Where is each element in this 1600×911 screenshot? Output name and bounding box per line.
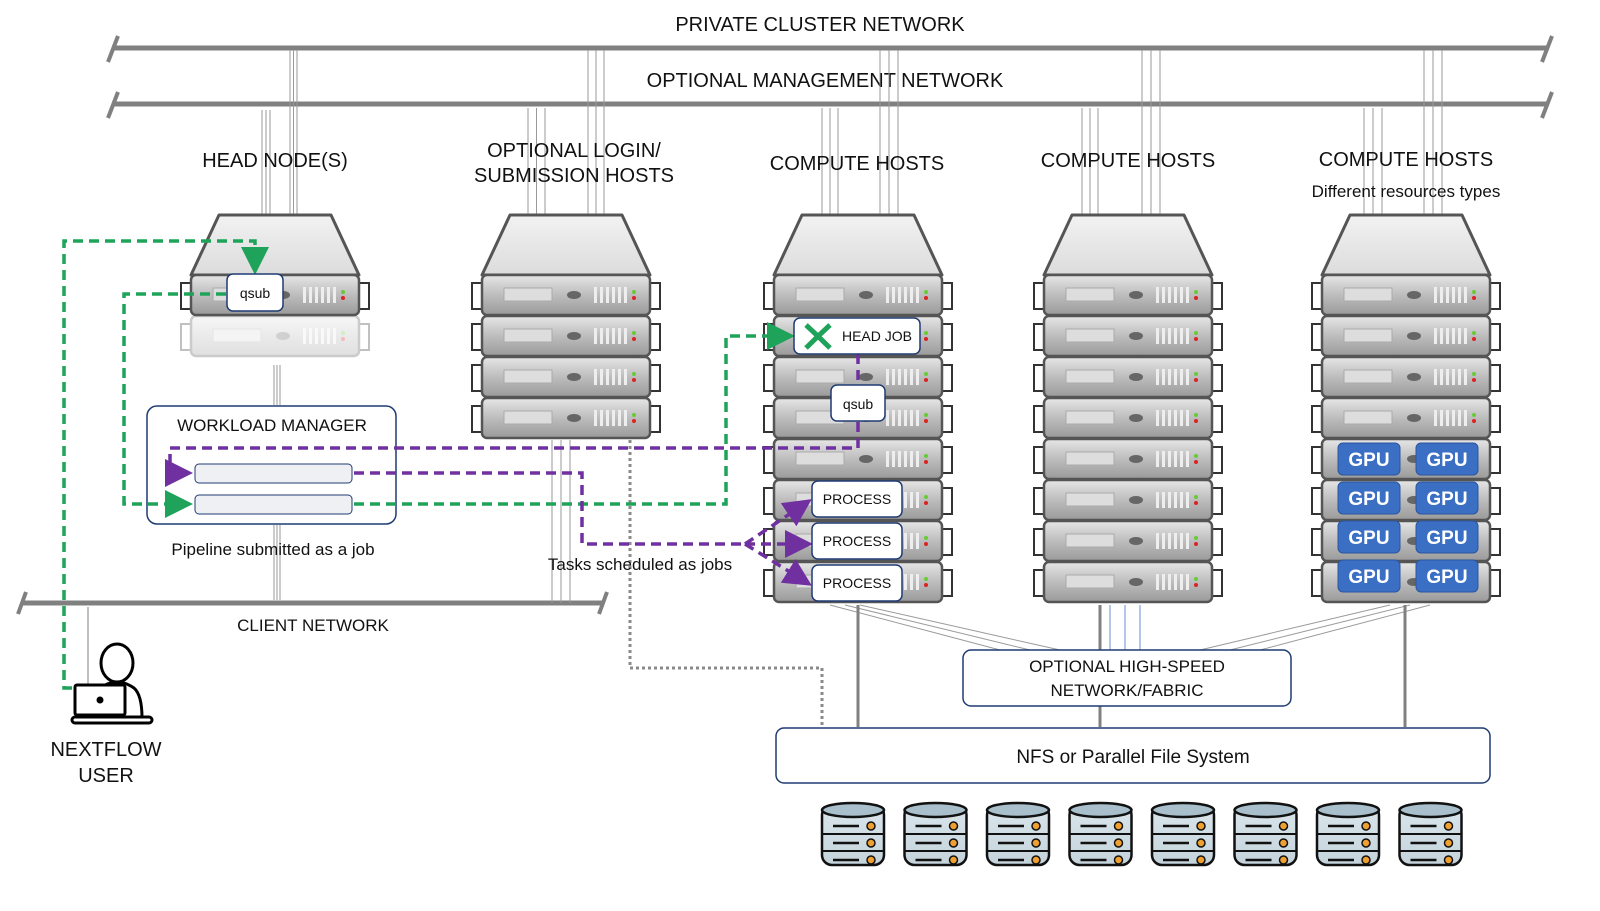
tasks-caption: Tasks scheduled as jobs [548, 555, 732, 574]
disk-icon [1068, 801, 1133, 867]
disk-icon [820, 801, 886, 867]
head-job-label: HEAD JOB [842, 328, 912, 344]
gpu-badge: GPU [1415, 520, 1479, 554]
gpu-label: GPU [1426, 567, 1467, 588]
gpu-label: GPU [1426, 489, 1467, 510]
fabric-label-1: OPTIONAL HIGH-SPEED [1029, 657, 1225, 676]
qsub-compute-box: qsub [830, 384, 886, 422]
fabric-links [829, 604, 1431, 651]
compute-hosts-title-1: COMPUTE HOSTS [770, 153, 944, 175]
pipeline-submission-flow [62, 239, 795, 690]
nextflow-logo-icon [804, 323, 832, 350]
job-queue-1 [194, 463, 353, 484]
process-box: PROCESS [811, 522, 903, 560]
gpu-badge: GPU [1337, 520, 1401, 554]
disk-icon [1233, 801, 1298, 867]
qsub-compute-label: qsub [843, 396, 874, 412]
high-speed-fabric: OPTIONAL HIGH-SPEED NETWORK/FABRIC [962, 649, 1292, 707]
qsub-head-box: qsub [226, 273, 284, 312]
private-network-label: PRIVATE CLUSTER NETWORK [675, 14, 965, 36]
login-storage-link [628, 440, 824, 727]
workload-manager: WORKLOAD MANAGER [146, 405, 397, 525]
compute-host-server-2 [1033, 213, 1223, 604]
gpu-badge: GPU [1337, 442, 1401, 476]
network-cables [261, 50, 1443, 603]
user-label-1: NEXTFLOW [50, 739, 161, 761]
private-cluster-network: PRIVATE CLUSTER NETWORK [106, 14, 1554, 63]
management-network: OPTIONAL MANAGEMENT NETWORK [106, 70, 1554, 119]
user-label-2: USER [78, 765, 134, 787]
management-network-label: OPTIONAL MANAGEMENT NETWORK [647, 70, 1004, 92]
gpu-badge: GPU [1415, 559, 1479, 593]
storage-label: NFS or Parallel File System [1016, 747, 1249, 768]
login-hosts-title-1: OPTIONAL LOGIN/ [487, 140, 661, 162]
process-box: PROCESS [811, 564, 903, 602]
disk-icon [903, 801, 968, 867]
gpu-badge: GPU [1337, 559, 1401, 593]
gpu-label: GPU [1426, 450, 1467, 471]
disk-icon [985, 801, 1051, 867]
head-job-box: HEAD JOB [793, 317, 921, 355]
pipeline-caption: Pipeline submitted as a job [171, 540, 374, 559]
process-label: PROCESS [823, 491, 891, 507]
disk-icon [1398, 801, 1463, 867]
job-queue-2 [194, 494, 353, 515]
compute-hosts-title-3: COMPUTE HOSTS [1319, 149, 1493, 171]
user-icon [70, 607, 154, 725]
workload-manager-label: WORKLOAD MANAGER [177, 416, 367, 435]
process-label: PROCESS [823, 533, 891, 549]
disk-icon [1315, 801, 1381, 867]
disk-icon [1150, 801, 1216, 867]
client-network-label: CLIENT NETWORK [237, 616, 389, 635]
gpu-label: GPU [1348, 450, 1389, 471]
login-host-server [471, 213, 661, 440]
compute-hosts-subtitle: Different resources types [1312, 182, 1501, 201]
task-scheduling-flow [165, 354, 860, 586]
head-node-title: HEAD NODE(S) [202, 150, 348, 172]
login-hosts-title-2: SUBMISSION HOSTS [474, 165, 674, 187]
client-network: CLIENT NETWORK [16, 591, 609, 635]
process-box: PROCESS [811, 480, 903, 518]
qsub-head-label: qsub [240, 285, 271, 301]
gpu-badge: GPU [1415, 481, 1479, 515]
gpu-label: GPU [1348, 567, 1389, 588]
gpu-badge: GPU [1415, 442, 1479, 476]
gpu-label: GPU [1348, 489, 1389, 510]
storage-links [856, 605, 1407, 727]
process-label: PROCESS [823, 575, 891, 591]
gpu-badge: GPU [1337, 481, 1401, 515]
gpu-label: GPU [1348, 528, 1389, 549]
gpu-label: GPU [1426, 528, 1467, 549]
storage-box: NFS or Parallel File System [775, 727, 1491, 784]
fabric-label-2: NETWORK/FABRIC [1050, 681, 1203, 700]
compute-hosts-title-2: COMPUTE HOSTS [1041, 150, 1215, 172]
disk-array [820, 801, 1463, 867]
